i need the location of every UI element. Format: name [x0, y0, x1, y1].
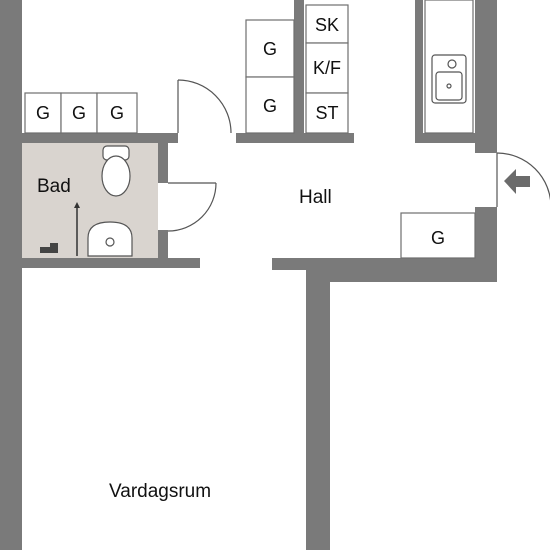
- door-entrance: [496, 152, 550, 207]
- kitchen-sink-icon: [431, 54, 467, 104]
- wall-bath-bottom: [22, 258, 200, 268]
- bath-cabinet-2: [60, 92, 98, 134]
- bath-cabinet-3: [96, 92, 138, 134]
- bath-cabinet-row: G G G: [24, 92, 138, 134]
- wall-center-vertical: [306, 270, 330, 550]
- cabinet-kf-label: K/F: [313, 58, 341, 78]
- room-label-bad: Bad: [37, 176, 71, 197]
- hall-cabinet-lower-right: [400, 212, 476, 259]
- wall-hall-bottom-right: [330, 270, 497, 282]
- wall-kitchen-left: [415, 0, 423, 143]
- entrance-arrow-icon: [504, 169, 530, 194]
- wall-bath-right: [158, 133, 168, 183]
- cabinet-sk-label: SK: [315, 15, 339, 35]
- towel-rail-icon: [74, 202, 80, 256]
- washbasin-icon: [87, 221, 133, 257]
- cabinet-st: [305, 92, 349, 134]
- wall-bath-right-lower: [158, 230, 168, 268]
- room-label-hall: Hall: [299, 187, 332, 208]
- hall-cabinet-left-bottom-label: G: [263, 96, 277, 116]
- door-bathroom: [167, 182, 217, 232]
- wall-hall-top-right: [415, 133, 475, 143]
- bath-cabinet-1-label: G: [36, 103, 50, 123]
- cabinet-st-label: ST: [315, 103, 338, 123]
- hall-cabinet-left-bottom: [245, 76, 295, 134]
- toilet-icon: [101, 145, 131, 197]
- wall-hall-bottom: [272, 258, 497, 270]
- walls: [0, 0, 497, 550]
- wall-right-upper: [475, 0, 497, 153]
- bath-cabinet-1: [24, 92, 62, 134]
- bath-cabinet-3-label: G: [110, 103, 124, 123]
- wall-left-upper: [0, 0, 22, 143]
- bath-cabinet-2-label: G: [72, 103, 86, 123]
- floor-drain-icon: [40, 243, 58, 253]
- wall-left-bath: [0, 143, 22, 270]
- door-hall-top: [177, 79, 232, 134]
- hall-cabinet-lower-right-label: G: [431, 228, 445, 248]
- hall-cabinet-left-top: [245, 19, 295, 78]
- hall-cabinet-left-top-label: G: [263, 39, 277, 59]
- wall-left-lower: [0, 270, 22, 550]
- cabinet-kf: [305, 42, 349, 94]
- wall-hall-column: [294, 0, 304, 143]
- room-label-vardagsrum: Vardagsrum: [109, 481, 211, 502]
- wall-bath-top: [22, 133, 178, 143]
